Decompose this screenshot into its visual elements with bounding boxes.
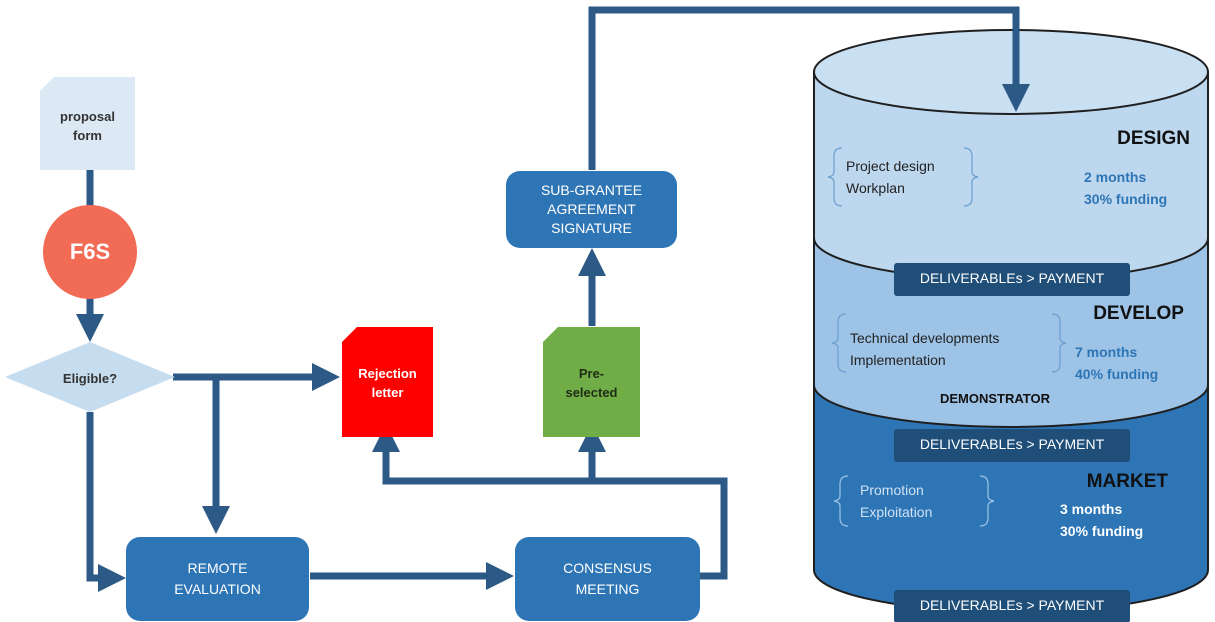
- preselected-line2: selected: [565, 385, 618, 400]
- develop-duration: 7 months: [1075, 344, 1138, 360]
- market-meta: 3 months 30% funding: [1060, 498, 1143, 542]
- cylinder-top: [813, 29, 1209, 115]
- eligible-label: Eligible?: [62, 371, 118, 386]
- brace-design-right: [963, 147, 979, 207]
- develop-funding: 40% funding: [1075, 366, 1159, 382]
- rejection-letter-label: Rejection letter: [342, 364, 433, 402]
- proposal-form-line1: proposal: [60, 109, 115, 124]
- develop-title: DEVELOP: [1093, 303, 1184, 324]
- sub-grantee-line3: SIGNATURE: [551, 220, 632, 236]
- consensus-line2: MEETING: [575, 581, 640, 597]
- brace-develop-left: [831, 313, 847, 373]
- remote-evaluation-label: REMOTE EVALUATION: [126, 558, 309, 600]
- connector-subgrantee-design: [588, 6, 1030, 170]
- payment-label-market: DELIVERABLEs > PAYMENT: [919, 597, 1105, 613]
- market-item-2: Exploitation: [860, 504, 933, 520]
- design-title: DESIGN: [1117, 128, 1190, 149]
- market-duration: 3 months: [1060, 501, 1123, 517]
- consensus-meeting-label: CONSENSUS MEETING: [515, 558, 700, 600]
- brace-market-right: [979, 475, 995, 527]
- connector-eligible-remote: [86, 412, 126, 592]
- payment-label-design: DELIVERABLEs > PAYMENT: [919, 270, 1105, 286]
- sub-grantee-line2: AGREEMENT: [547, 201, 636, 217]
- sub-grantee-line1: SUB-GRANTEE: [540, 182, 643, 198]
- eligible-diamond: [5, 342, 175, 412]
- rejection-line2: letter: [371, 385, 404, 400]
- market-funding: 30% funding: [1060, 523, 1144, 539]
- f6s-label: F6S: [69, 239, 111, 264]
- sub-grantee-box: [506, 171, 677, 248]
- design-item-1: Project design: [846, 158, 935, 174]
- develop-item-1: Technical developments: [850, 330, 1000, 346]
- design-items: Project design Workplan: [846, 155, 935, 199]
- brace-market-left: [833, 475, 849, 527]
- sub-grantee-label: SUB-GRANTEE AGREEMENT SIGNATURE: [506, 181, 677, 238]
- design-duration: 2 months: [1084, 169, 1147, 185]
- develop-items: Technical developments Implementation: [850, 327, 999, 371]
- proposal-form-label: proposal form: [40, 107, 135, 145]
- rejection-letter-shape: [342, 327, 433, 437]
- payment-bar-design: [894, 263, 1130, 296]
- remote-evaluation-box: [126, 537, 309, 621]
- preselected-label: Pre- selected: [543, 364, 640, 402]
- market-title: MARKET: [1086, 471, 1168, 492]
- preselected-shape: [543, 327, 640, 437]
- design-item-2: Workplan: [846, 180, 905, 196]
- preselected-line1: Pre-: [578, 366, 605, 381]
- market-items: Promotion Exploitation: [860, 479, 932, 523]
- market-item-1: Promotion: [860, 482, 924, 498]
- remote-line1: REMOTE: [187, 560, 248, 576]
- develop-item-2: Implementation: [850, 352, 946, 368]
- consensus-meeting-box: [515, 537, 700, 621]
- brace-design-left: [827, 147, 843, 207]
- proposal-form-shape: [40, 77, 135, 170]
- brace-develop-right: [1051, 313, 1067, 373]
- remote-line2: EVALUATION: [174, 581, 261, 597]
- payment-label-develop: DELIVERABLEs > PAYMENT: [919, 436, 1105, 452]
- payment-bar-develop: [894, 429, 1130, 462]
- rejection-line1: Rejection: [358, 366, 417, 381]
- f6s-circle: [43, 205, 137, 299]
- connector-consensus-decision: [372, 424, 728, 580]
- demonstrator-label: DEMONSTRATOR: [940, 391, 1051, 406]
- design-funding: 30% funding: [1084, 191, 1168, 207]
- proposal-form-line2: form: [73, 128, 102, 143]
- develop-meta: 7 months 40% funding: [1075, 341, 1158, 385]
- payment-bar-market: [894, 590, 1130, 622]
- consensus-line1: CONSENSUS: [563, 560, 652, 576]
- design-meta: 2 months 30% funding: [1084, 166, 1167, 210]
